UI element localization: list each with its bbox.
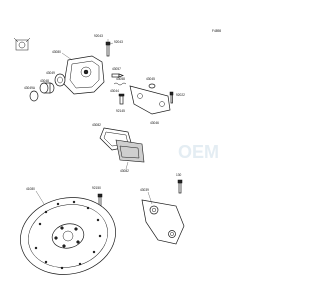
label-bracket-bolt: 92022 <box>176 93 185 97</box>
label-caliper: 43080 <box>52 50 61 54</box>
label-bracket-top: 92043 <box>114 40 123 44</box>
bleed-valve-icon <box>118 93 125 105</box>
label-seal-inner: 43049A <box>24 86 36 90</box>
label-piston: 43048 <box>40 79 49 83</box>
brake-disc-icon <box>20 197 116 275</box>
guard-icon <box>141 199 185 245</box>
label-bolt-top: 92043 <box>94 34 103 38</box>
watermark: OEM <box>178 142 219 162</box>
bracket-bolt-icon <box>169 91 174 104</box>
brake-pad-icon <box>115 139 145 163</box>
label-bleed-cap: 92145 <box>116 109 125 113</box>
exploded-view: F4898 OEM 92043 92043 43080 43049 43048 … <box>13 29 221 275</box>
guard-bolt-icon <box>177 179 183 194</box>
label-disc: 41080 <box>26 187 35 191</box>
label-guard: 43039 <box>140 188 149 192</box>
assembly-icon <box>13 37 31 51</box>
label-pin: 43057 <box>112 67 121 71</box>
spring-icon <box>113 82 127 86</box>
bolt-icon <box>105 41 111 57</box>
label-bleed: 43044 <box>110 89 119 93</box>
piston-icon <box>39 82 55 94</box>
parts-diagram: F4898 OEM 92043 92043 43080 43049 43048 … <box>13 29 221 275</box>
washer-icon <box>148 83 156 89</box>
seal-icon <box>54 73 66 87</box>
seal-inner-icon <box>29 90 39 102</box>
label-disc-bolt: 92150 <box>92 186 101 190</box>
caliper-icon <box>63 55 105 95</box>
bracket-icon <box>129 85 171 115</box>
label-seal-outer: 43049 <box>46 71 55 75</box>
pin-icon <box>111 73 124 78</box>
label-pad-spring: 43082 <box>92 123 101 127</box>
label-pin-side: 43046 <box>150 121 159 125</box>
label-bracket-washer: 43045 <box>146 77 155 81</box>
label-guard-bolt: 130 <box>176 173 182 177</box>
label-spring: 43058 <box>116 77 125 81</box>
diagram-code: F4898 <box>212 29 221 33</box>
label-pad-set: 43082 <box>120 169 129 173</box>
